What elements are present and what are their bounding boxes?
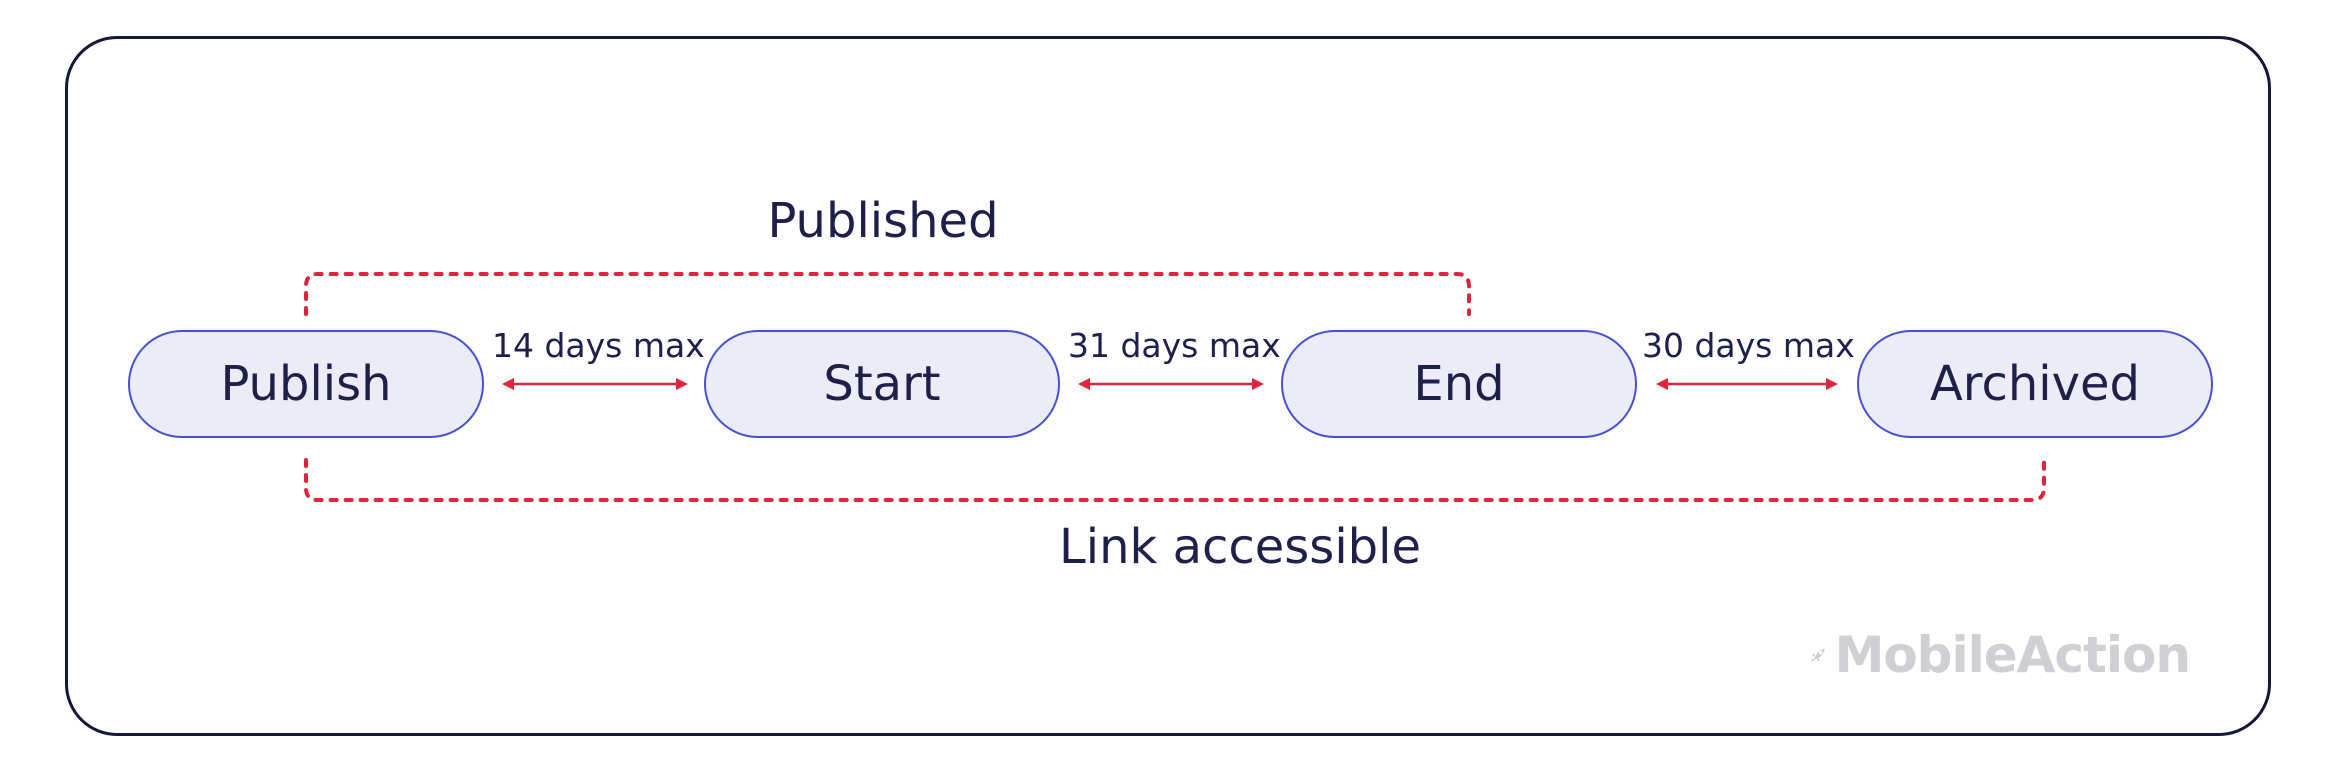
interval-arrow-2 [1078, 378, 1264, 390]
node-end: End [1281, 330, 1637, 438]
interval-label-3: 30 days max [1642, 326, 1855, 365]
published-label: Published [767, 193, 999, 249]
node-archived: Archived [1857, 330, 2213, 438]
interval-arrow-3 [1656, 378, 1838, 390]
mobileaction-logo: MobileAction [1810, 622, 2191, 688]
link-accessible-bracket [304, 458, 2046, 502]
node-start: Start [704, 330, 1060, 438]
published-bracket [304, 272, 1471, 316]
interval-arrow-1 [502, 378, 688, 390]
interval-label-1: 14 days max [492, 326, 705, 365]
node-publish: Publish [128, 330, 484, 438]
link-accessible-label: Link accessible [1059, 519, 1421, 575]
rocket-icon [1811, 648, 1825, 662]
logo-wordmark: MobileAction [1834, 626, 2191, 684]
interval-label-2: 31 days max [1068, 326, 1281, 365]
